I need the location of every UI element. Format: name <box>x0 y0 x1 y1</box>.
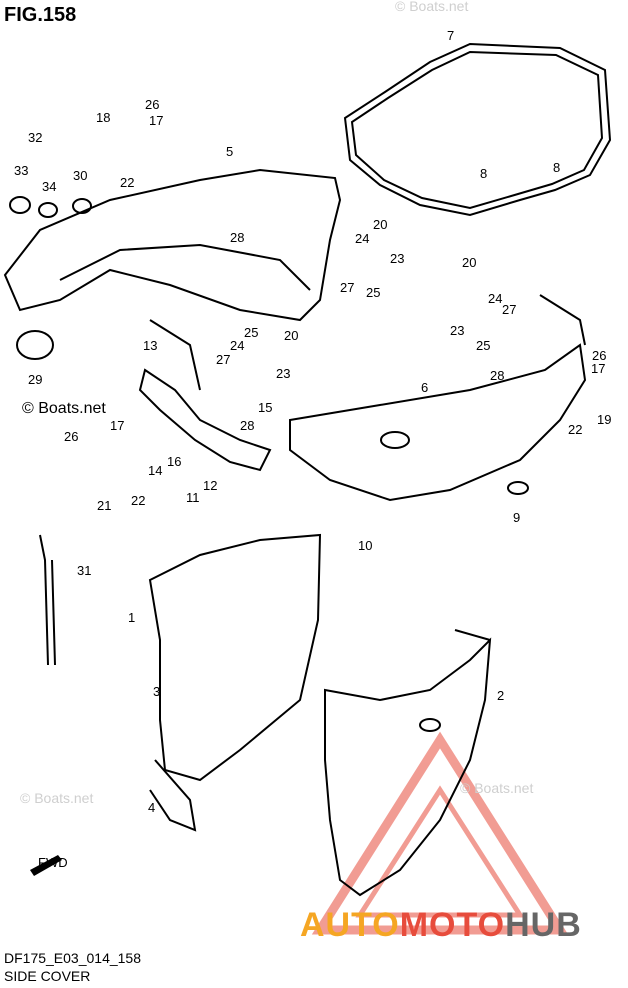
callout-label-25: 25 <box>244 325 258 340</box>
watermark-text-faint: © Boats.net <box>20 790 94 806</box>
fwd-badge: FWD <box>30 855 68 876</box>
callout-label-23: 23 <box>450 323 464 338</box>
callout-label-7: 7 <box>447 28 454 43</box>
figure-title: FIG.158 <box>4 4 77 26</box>
part-upper-side-cover <box>3 168 342 322</box>
callout-label-20: 20 <box>462 255 476 270</box>
callout-label-29: 29 <box>28 372 42 387</box>
callout-label-27: 27 <box>340 280 354 295</box>
callout-label-20: 20 <box>373 217 387 232</box>
callout-label-16: 16 <box>167 454 181 469</box>
callout-label-34: 34 <box>42 179 56 194</box>
callout-label-22: 22 <box>568 422 582 437</box>
callout-label-22: 22 <box>131 493 145 508</box>
watermark-triangle <box>311 731 569 935</box>
callout-label-25: 25 <box>366 285 380 300</box>
callout-label-28: 28 <box>240 418 254 433</box>
callout-label-19: 19 <box>597 412 611 427</box>
callout-label-31: 31 <box>77 563 91 578</box>
callout-label-11: 11 <box>186 490 200 505</box>
callout-label-5: 5 <box>226 144 233 159</box>
callout-label-15: 15 <box>258 400 272 415</box>
brand-part-hub: HUB <box>505 906 582 944</box>
callout-label-3: 3 <box>153 684 160 699</box>
callout-label-1: 1 <box>128 610 135 625</box>
callout-label-2: 2 <box>497 688 504 703</box>
callout-label-10: 10 <box>358 538 372 553</box>
callout-label-26: 26 <box>64 429 78 444</box>
callout-label-32: 32 <box>28 130 42 145</box>
callout-label-27: 27 <box>216 352 230 367</box>
watermark-text-faint: © Boats.net <box>460 780 534 796</box>
callout-label-17: 17 <box>591 361 605 376</box>
watermark-text: © Boats.net <box>22 400 106 417</box>
callout-label-14: 14 <box>148 463 162 478</box>
callout-label-4: 4 <box>148 800 155 815</box>
figure-code: DF175_E03_014_158 <box>4 950 142 966</box>
brand-part-moto: MOTO <box>399 906 506 944</box>
callout-label-8: 8 <box>553 160 560 175</box>
callout-label-21: 21 <box>97 498 111 513</box>
callout-label-23: 23 <box>276 366 290 381</box>
part-left-lower-cover <box>148 533 322 832</box>
callout-label-25: 25 <box>476 338 490 353</box>
callout-label-17: 17 <box>149 113 163 128</box>
callout-label-23: 23 <box>390 251 404 266</box>
callout-label-28: 28 <box>230 230 244 245</box>
callout-label-8: 8 <box>480 166 487 181</box>
callout-label-33: 33 <box>14 163 28 178</box>
watermark-text-faint: © Boats.net <box>395 0 469 14</box>
callout-label-20: 20 <box>284 328 298 343</box>
callout-label-13: 13 <box>143 338 157 353</box>
callout-label-22: 22 <box>120 175 134 190</box>
callout-label-6: 6 <box>421 380 428 395</box>
part-grommet <box>9 196 92 360</box>
callout-label-24: 24 <box>230 338 244 353</box>
brand-part-auto: AUTO <box>300 906 400 944</box>
brand-logo: AUTOMOTOHUB <box>300 906 582 945</box>
callout-label-17: 17 <box>110 418 124 433</box>
callout-label-24: 24 <box>355 231 369 246</box>
part-seal-ring <box>343 42 612 217</box>
callout-label-24: 24 <box>488 291 502 306</box>
callout-label-28: 28 <box>490 368 504 383</box>
fwd-label: FWD <box>38 855 68 870</box>
part-right-side-cover <box>289 294 587 502</box>
callout-label-18: 18 <box>96 110 110 125</box>
part-right-lower-cover <box>324 629 492 897</box>
callout-label-27: 27 <box>502 302 516 317</box>
callout-label-9: 9 <box>513 510 520 525</box>
callout-label-30: 30 <box>73 168 87 183</box>
figure-name: SIDE COVER <box>4 968 91 984</box>
callout-label-26: 26 <box>592 348 606 363</box>
part-cover-bracket <box>138 319 272 472</box>
part-cable-tie <box>39 534 56 666</box>
callout-label-26: 26 <box>145 97 159 112</box>
callout-label-12: 12 <box>203 478 217 493</box>
